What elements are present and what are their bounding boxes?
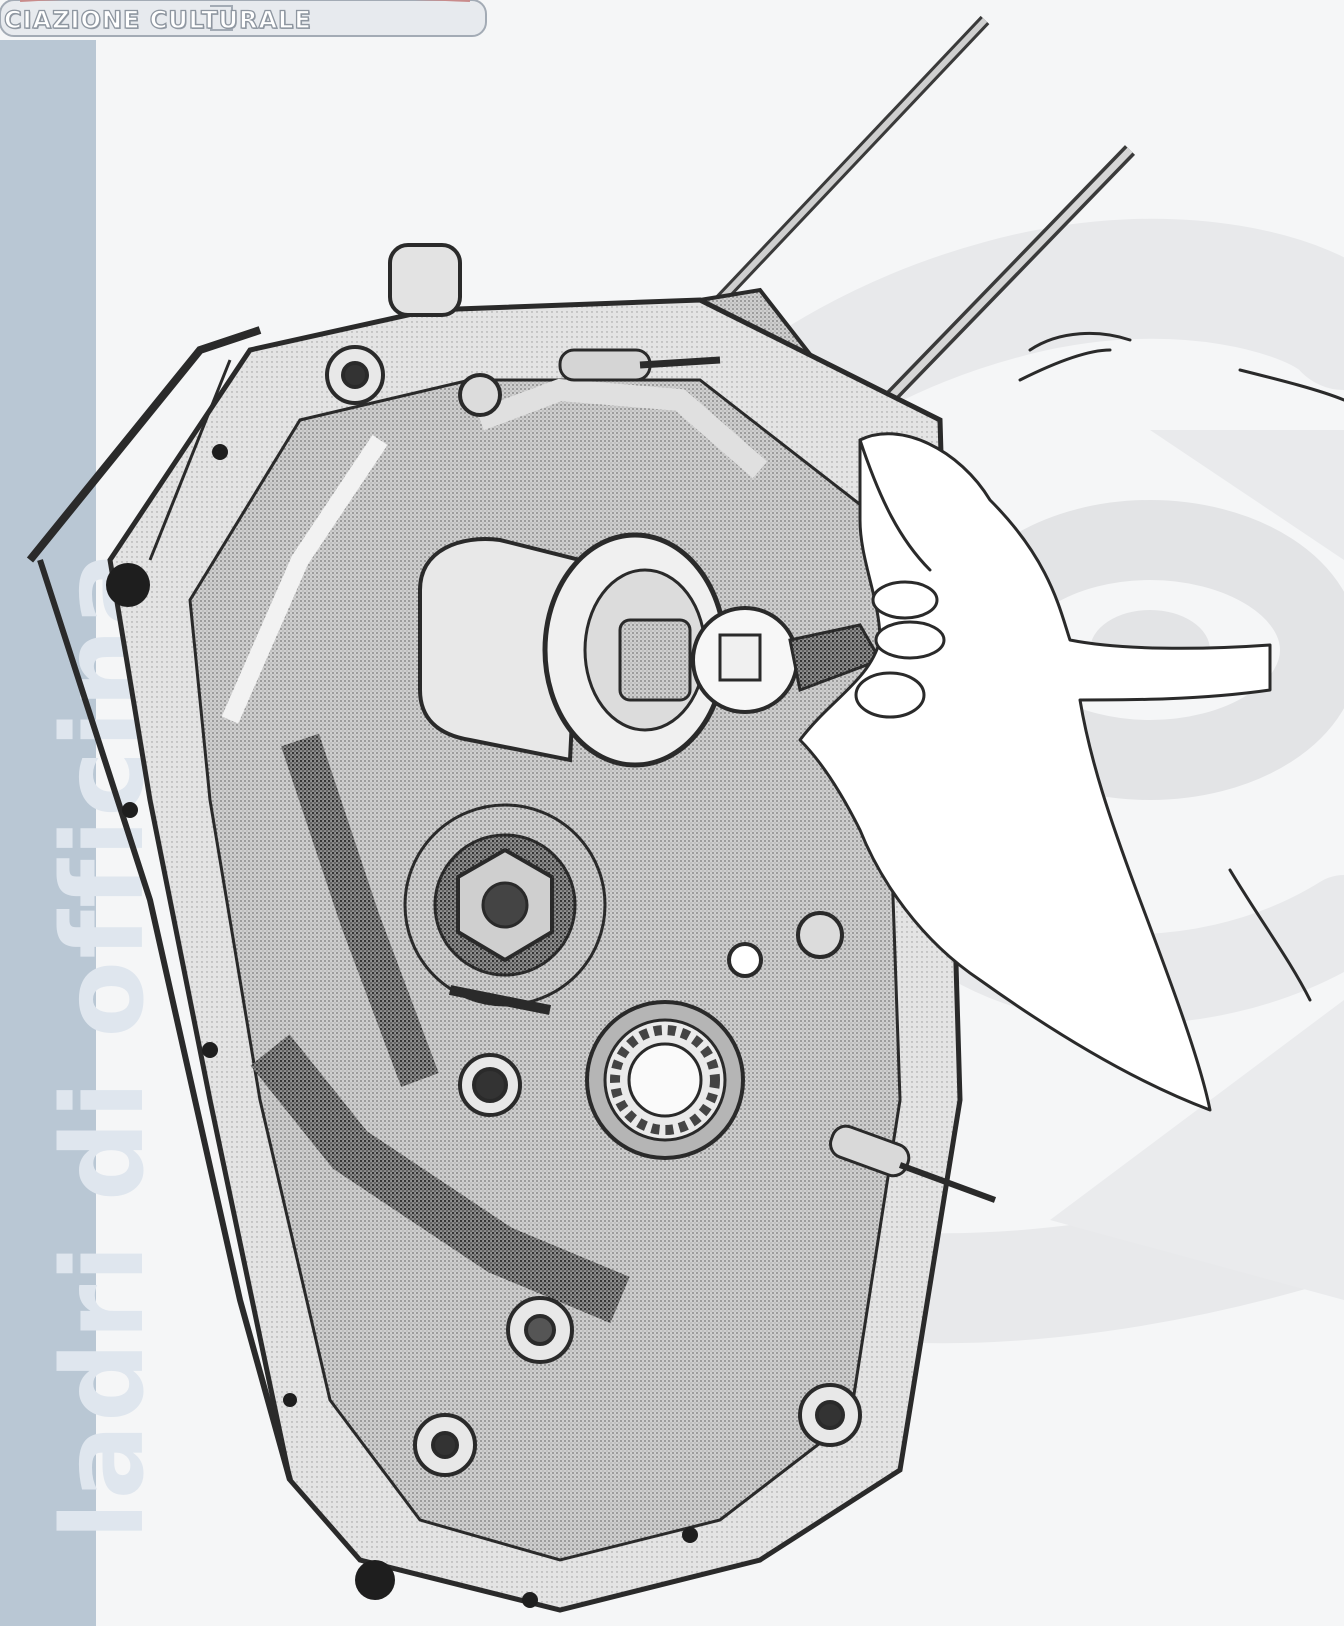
banner-frame [0,0,487,37]
bushing-part [418,532,883,768]
hand-drawing [798,332,1344,1112]
flange-bolt-holes [106,444,698,1608]
main-bearing [585,1000,745,1160]
sidebar-watermark-strip: ladri di officina [0,40,169,1626]
flange-bosses [325,243,862,1477]
header-banner: CIAZIONE CULTURALE [0,0,490,40]
right-stud [829,1124,997,1203]
top-stud [558,348,721,382]
banner-text: CIAZIONE CULTURALE [3,5,312,34]
shaft-nut [403,803,763,1015]
